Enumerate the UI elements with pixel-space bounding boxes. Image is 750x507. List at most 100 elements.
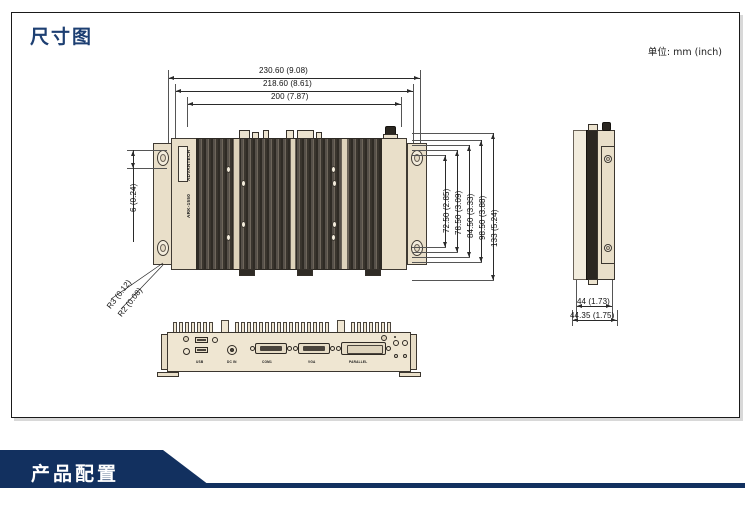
chassis-screw-3 bbox=[241, 221, 246, 228]
dim-arrow-4435-left bbox=[573, 317, 578, 322]
dim-arrow-133-up bbox=[490, 134, 495, 139]
ext-line-98-bot bbox=[412, 262, 482, 263]
dim-label-4435: 44.35 (1.75) bbox=[570, 311, 615, 320]
vent-fin bbox=[209, 322, 213, 332]
unit-label: 单位: mm (inch) bbox=[647, 47, 722, 58]
vent-fin bbox=[271, 322, 275, 332]
led-indicator-4 bbox=[403, 354, 407, 358]
dim-arrow-78-up bbox=[454, 151, 459, 156]
vent-row bbox=[173, 320, 403, 332]
top-connector-1 bbox=[239, 130, 250, 139]
fin-gap-strip-1 bbox=[233, 139, 240, 269]
chassis-screw-5 bbox=[331, 166, 336, 173]
ext-line-84-bot bbox=[412, 257, 470, 258]
ext-line-218-right bbox=[413, 84, 414, 159]
ext-line-133-bot bbox=[412, 280, 494, 281]
chassis-screw-4 bbox=[226, 234, 231, 241]
antenna-base bbox=[383, 134, 398, 139]
dim-line-84 bbox=[469, 145, 470, 257]
dim-line-44 bbox=[576, 306, 612, 307]
bottom-connector-1 bbox=[239, 269, 255, 276]
vent-fin bbox=[319, 322, 323, 332]
mounting-bracket-right bbox=[407, 143, 427, 265]
vent-fin bbox=[357, 322, 361, 332]
dim-line-218 bbox=[175, 91, 413, 92]
device-side-view bbox=[560, 120, 650, 302]
panel-rail-left bbox=[161, 334, 168, 370]
top-connector-3 bbox=[263, 130, 269, 139]
com1-jackscrew-right bbox=[287, 346, 292, 351]
vga-port-pins bbox=[303, 346, 325, 351]
panel-rail-right bbox=[410, 334, 417, 370]
parallel-label: PARALLEL bbox=[349, 360, 368, 364]
panel-hole-usb-right bbox=[212, 337, 218, 343]
vent-fin bbox=[179, 322, 183, 332]
ext-line-78-bot bbox=[412, 252, 458, 253]
dim-arrow-72-down bbox=[442, 242, 447, 247]
dim-line-230 bbox=[168, 78, 420, 79]
dim-arrow-133-down bbox=[490, 275, 495, 280]
model-text: ARK-1550 bbox=[186, 193, 191, 218]
ext-line-230-left bbox=[168, 70, 169, 158]
dim-arrow-44-left bbox=[577, 303, 582, 308]
vga-label: VGA bbox=[308, 360, 316, 364]
side-top-connector bbox=[588, 124, 598, 131]
vent-fin bbox=[307, 322, 311, 332]
vent-fin bbox=[369, 322, 373, 332]
chassis-screw-7 bbox=[332, 221, 337, 228]
bracket-hole-left-bottom-inner bbox=[160, 244, 166, 252]
footer-banner: 产品配置 bbox=[0, 450, 750, 496]
usb-port-top-inner bbox=[197, 339, 206, 341]
vent-fin bbox=[387, 322, 391, 332]
dim-arrow-78-down bbox=[454, 247, 459, 252]
dim-arrow-98-down bbox=[478, 257, 483, 262]
bottom-connector-3 bbox=[365, 269, 381, 276]
panel-foot-left bbox=[157, 372, 179, 377]
fin-gap-strip-3 bbox=[341, 139, 348, 269]
usb-port-bottom-inner bbox=[197, 349, 206, 351]
dim-arrow-44-right bbox=[606, 303, 611, 308]
chassis-right-cap bbox=[381, 138, 407, 270]
dim-label-98: 98.50 (3.88) bbox=[478, 195, 487, 240]
dim-line-133 bbox=[493, 133, 494, 280]
dc-in-label: DC IN bbox=[227, 360, 237, 364]
dim-label-78: 78.50 (3.09) bbox=[454, 190, 463, 235]
vent-fin bbox=[173, 322, 177, 332]
ext-line-133-top bbox=[412, 133, 494, 134]
dim-arrow-98-up bbox=[478, 141, 483, 146]
chassis-screw-2 bbox=[241, 180, 246, 187]
dim-line-72 bbox=[445, 155, 446, 247]
ext-line-218-left bbox=[175, 84, 176, 159]
panel-screw-left bbox=[183, 336, 189, 342]
led-indicator-3 bbox=[394, 354, 398, 358]
side-heatsink-edge bbox=[573, 130, 587, 280]
side-antenna-knob bbox=[602, 122, 611, 131]
panel-foot-right bbox=[399, 372, 421, 377]
ext-line-98-top bbox=[412, 140, 482, 141]
vent-fin bbox=[375, 322, 379, 332]
dim-arrow-230-left bbox=[169, 75, 174, 80]
ext-line-84-top bbox=[412, 145, 470, 146]
dim-arrow-84-up bbox=[466, 146, 471, 151]
ext-line-44-left bbox=[576, 296, 577, 318]
side-bottom-connector bbox=[588, 279, 598, 285]
fin-gap-strip-2 bbox=[290, 139, 296, 269]
vent-fin bbox=[381, 322, 385, 332]
dim-arrow-230-right bbox=[414, 75, 419, 80]
vga-jackscrew-right bbox=[330, 346, 335, 351]
dim-arrow-218-right bbox=[407, 88, 412, 93]
vent-fin bbox=[197, 322, 201, 332]
brand-plate bbox=[178, 146, 188, 182]
ext-line-6-bottom bbox=[127, 168, 167, 169]
side-screw-top-inner bbox=[606, 157, 610, 161]
dim-arrow-6-up bbox=[130, 151, 135, 156]
dim-label-6: 6 (0.24) bbox=[129, 183, 138, 212]
vent-fin bbox=[301, 322, 305, 332]
com1-label: COM1 bbox=[262, 360, 273, 364]
ext-line-6-top bbox=[127, 150, 167, 151]
dim-line-4435 bbox=[572, 320, 617, 321]
vent-fin bbox=[221, 320, 229, 332]
bracket-hole-right-bottom-inner bbox=[414, 244, 420, 252]
vent-fin bbox=[259, 322, 263, 332]
